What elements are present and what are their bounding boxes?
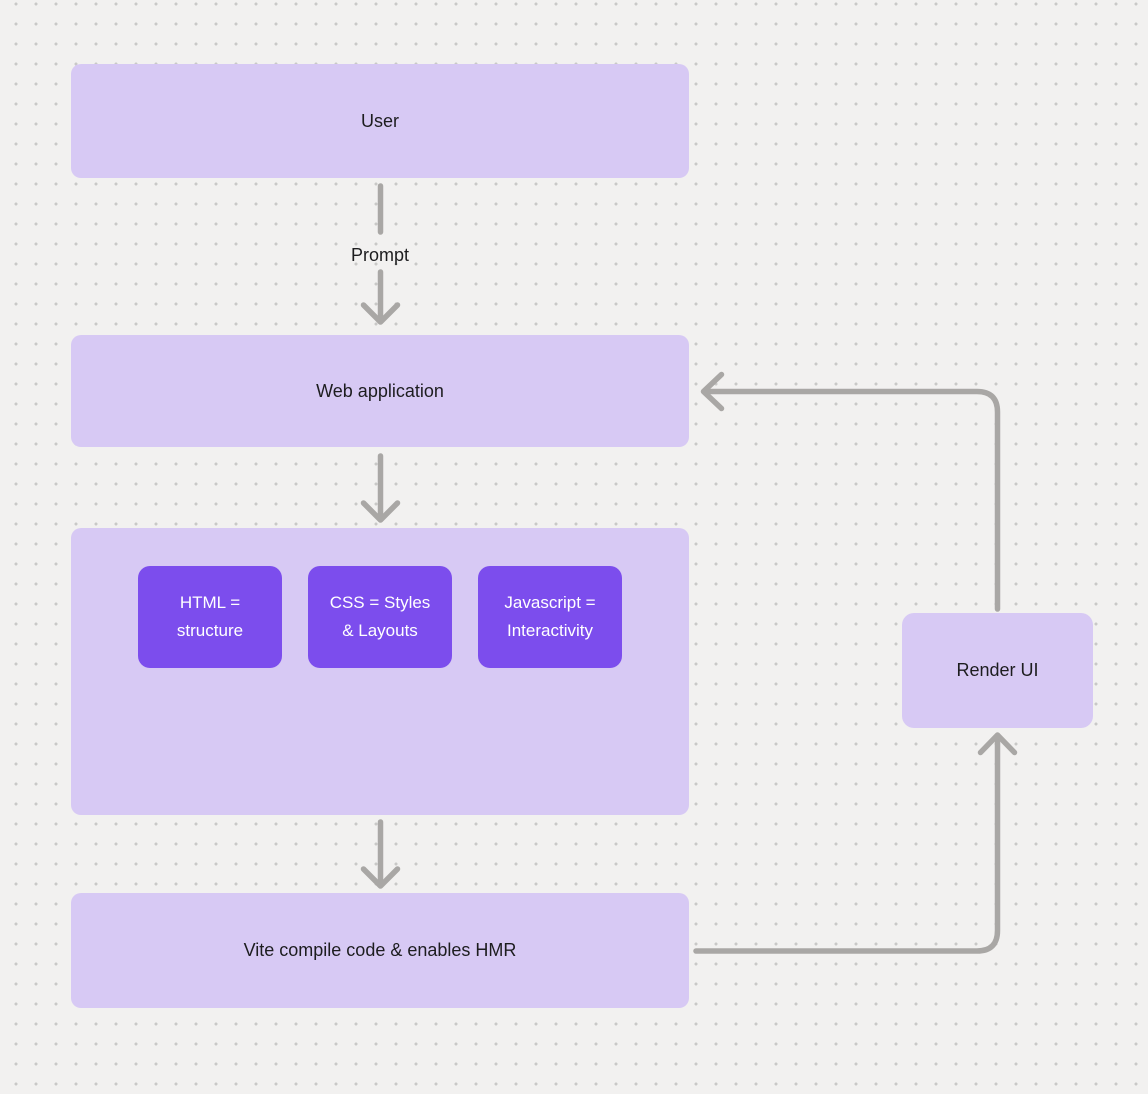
chip-line: Javascript = [504, 593, 596, 612]
node-components-group: HTML = structure CSS = Styles & Layouts … [71, 528, 689, 815]
node-render-ui-label: Render UI [956, 660, 1039, 680]
chip-javascript-interactivity: Javascript = Interactivity [478, 566, 622, 668]
node-user: User [71, 64, 689, 178]
node-web-application: Web application [71, 335, 689, 447]
chip-css-styles: CSS = Styles & Layouts [308, 566, 452, 668]
arrowhead-down-webapp [360, 302, 401, 325]
chip-line: Interactivity [507, 621, 593, 640]
connector-vite-render [693, 734, 1001, 954]
arrowhead-down-vite [360, 866, 401, 889]
chip-line: structure [176, 621, 244, 640]
chip-html-structure: HTML = structure [138, 566, 282, 668]
node-render-ui: Render UI [902, 613, 1093, 728]
chip-line: CSS = Styles [329, 593, 431, 612]
connector-render-webapp [701, 388, 1001, 612]
node-web-application-label: Web application [316, 380, 444, 401]
chip-row: HTML = structure CSS = Styles & Layouts … [138, 566, 622, 668]
edge-label-prompt: Prompt [350, 245, 410, 265]
arrowhead-up-render [977, 732, 1018, 756]
chip-line: HTML = [179, 593, 241, 612]
node-vite-label: Vite compile code & enables HMR [243, 940, 517, 960]
chip-line: & Layouts [342, 621, 418, 640]
arrowhead-left-webapp [700, 371, 725, 412]
arrowhead-down-components [360, 500, 401, 523]
node-user-label: User [360, 110, 399, 131]
node-vite: Vite compile code & enables HMR [71, 893, 689, 1008]
